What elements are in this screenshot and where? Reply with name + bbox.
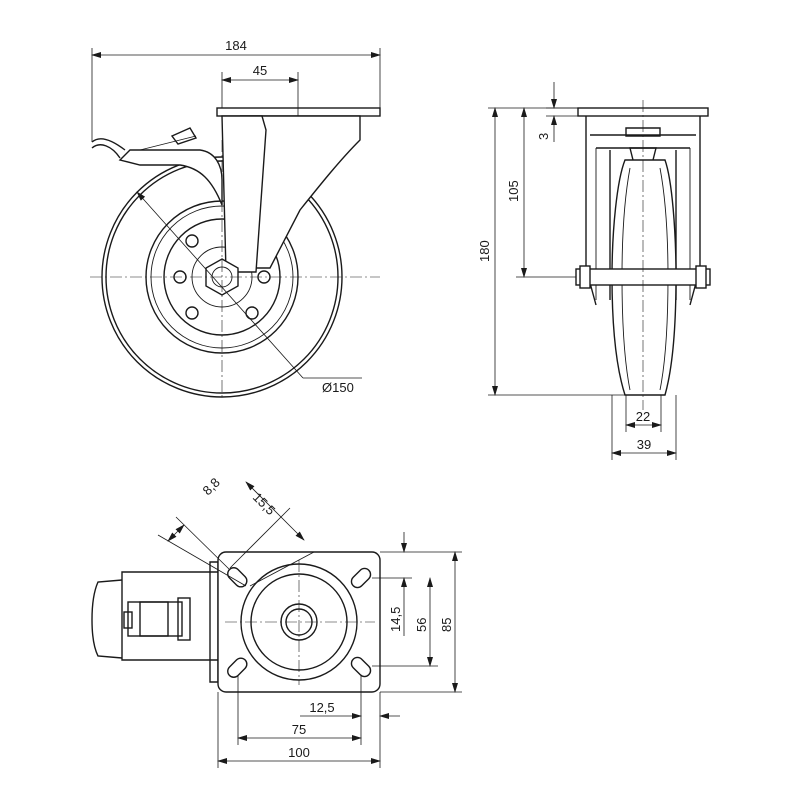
dimension-plate-width-label: 100 [288, 745, 310, 760]
mounting-plate [216, 107, 381, 117]
dimension-plate-offset: 45 [221, 63, 299, 116]
dimension-axle-height-label: 105 [506, 180, 521, 202]
dimension-plate-width: 100 [217, 692, 381, 768]
dimension-tread-width: 22 [625, 395, 662, 432]
dimension-total-height-label: 180 [477, 240, 492, 262]
dimension-plate-depth-label: 85 [439, 618, 454, 632]
dimension-hole-spacing-x: 75 [237, 676, 362, 745]
fork-leg [221, 115, 267, 273]
dimension-wheel-width-label: 39 [637, 437, 651, 452]
dimension-slot-offset-y-label: 14,5 [388, 607, 403, 632]
dimension-axle-height: 105 [506, 107, 576, 278]
dimension-hole-spacing-x-label: 75 [292, 722, 306, 737]
dimension-overall-width-label: 184 [225, 38, 247, 53]
front-view: 3 105 180 22 39 [477, 82, 711, 460]
dimension-slot-length-label: 15,5 [250, 490, 279, 519]
side-view: 184 45 Ø150 [90, 38, 381, 400]
dimension-plate-thickness: 3 [536, 82, 578, 142]
dimension-slot-width-label: 8,8 [200, 475, 223, 498]
top-view: 8,8 15,5 14,5 56 85 [91, 475, 462, 768]
dimension-slot-offset-x-label: 12,5 [309, 700, 334, 715]
dimension-wheel-diameter-label: Ø150 [322, 380, 354, 395]
dimension-plate-depth: 85 [380, 551, 462, 693]
dimension-wheel-diameter: Ø150 [136, 191, 362, 395]
dimension-slot-offset-x: 12,5 [300, 676, 400, 745]
brake-housing [91, 561, 219, 683]
dimension-tread-width-label: 22 [636, 409, 650, 424]
dimension-hole-spacing-y: 56 [372, 577, 438, 667]
dimension-plate-thickness-label: 3 [536, 133, 551, 140]
brake-lever [91, 127, 223, 206]
fork [240, 115, 361, 269]
dimension-plate-offset-label: 45 [253, 63, 267, 78]
dimension-total-height: 180 [477, 107, 625, 396]
dimension-wheel-width: 39 [611, 395, 677, 460]
dimension-hole-spacing-y-label: 56 [414, 618, 429, 632]
dimension-overall-width: 184 [91, 38, 381, 142]
dimension-slot-offset-y: 14,5 [372, 532, 412, 636]
